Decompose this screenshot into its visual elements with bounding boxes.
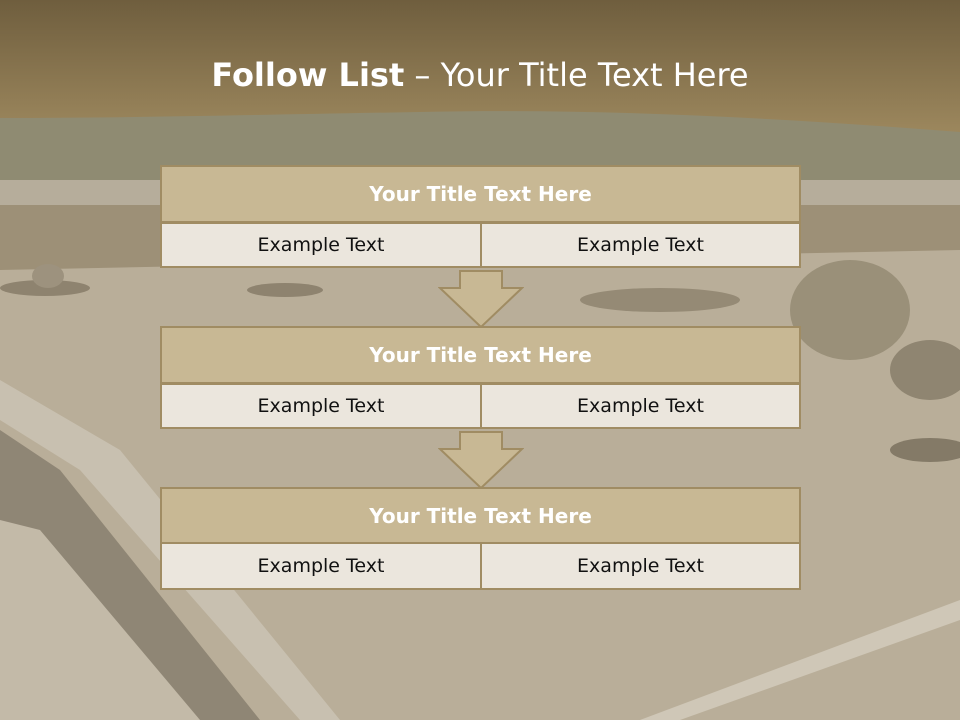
block-title: Your Title Text Here (160, 165, 801, 223)
block-text-left: Example Text (160, 222, 482, 268)
block-text-right: Example Text (480, 222, 801, 268)
down-arrow-icon (438, 270, 524, 329)
block-title: Your Title Text Here (160, 326, 801, 384)
page-title: Follow List – Your Title Text Here (0, 56, 960, 94)
page-title-rest: – Your Title Text Here (404, 56, 749, 94)
down-arrow-icon (438, 431, 524, 490)
block-text-left: Example Text (160, 383, 482, 429)
block-text-left: Example Text (160, 542, 482, 590)
block-title: Your Title Text Here (160, 487, 801, 545)
block-text-right: Example Text (480, 542, 801, 590)
page-title-bold: Follow List (211, 56, 405, 94)
block-text-right: Example Text (480, 383, 801, 429)
